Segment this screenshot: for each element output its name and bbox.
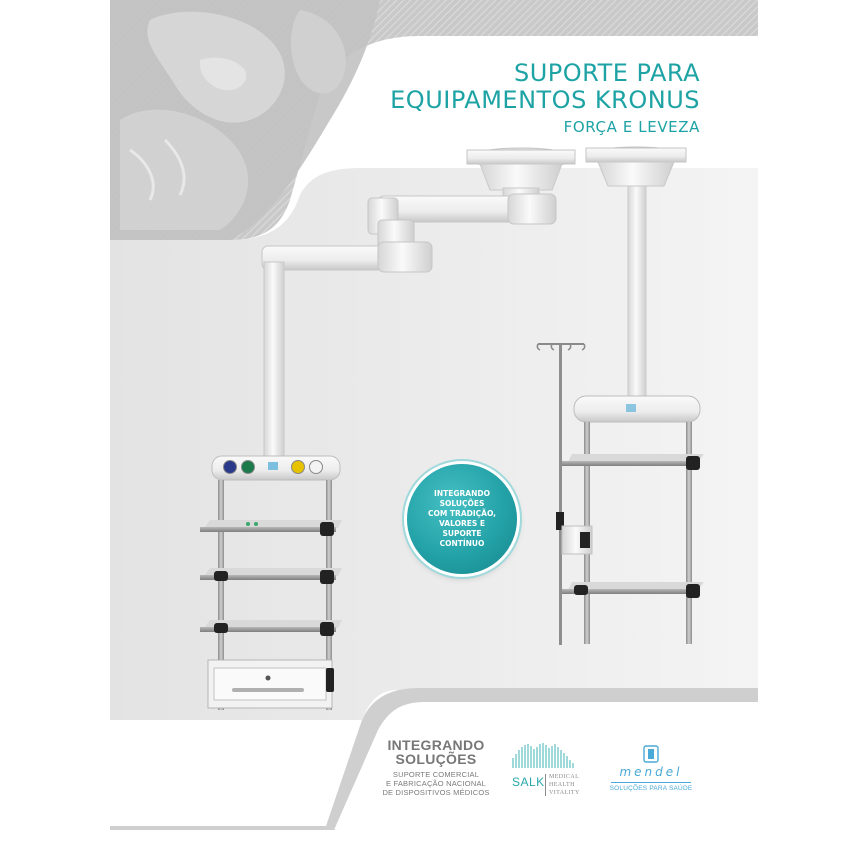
footer-desc-line-3: DE DISPOSITIVOS MÉDICOS bbox=[382, 788, 490, 797]
salk-tag-3: VITALITY bbox=[549, 790, 580, 796]
salk-tag-1: MEDICAL bbox=[549, 774, 580, 780]
salk-divider bbox=[545, 774, 546, 796]
salk-name: SALK bbox=[512, 775, 545, 789]
pendant-arm bbox=[200, 147, 576, 710]
salk-wave-logo-icon bbox=[512, 743, 574, 768]
salk-tag-2: HEALTH bbox=[549, 782, 575, 788]
footer-desc-line-2: E FABRICAÇÃO NACIONAL bbox=[385, 779, 487, 788]
surgeon-photo bbox=[110, 0, 380, 240]
integrating-solutions-badge: INTEGRANDO SOLUÇÕES COM TRADIÇÃO, VALORE… bbox=[407, 464, 517, 574]
title-line-1: SUPORTE PARA bbox=[513, 59, 700, 87]
title-line-2: EQUIPAMENTOS KRONUS bbox=[390, 86, 700, 114]
pendant-illustration bbox=[200, 146, 704, 710]
badge-line-6: CONTÍNUO bbox=[439, 539, 485, 548]
badge-line-5: SUPORTE bbox=[442, 529, 482, 538]
pendant-column bbox=[562, 146, 704, 644]
footer-desc-line-1: SUPORTE COMERCIAL bbox=[392, 770, 480, 779]
badge-line-4: VALORES E bbox=[438, 519, 486, 528]
footer-tagline: INTEGRANDO SOLUÇÕES SUPORTE COMERCIAL E … bbox=[380, 738, 492, 797]
mendel-underline bbox=[611, 782, 691, 783]
salk-logo: SALK MEDICAL HEALTH VITALITY bbox=[509, 738, 589, 800]
footer-title-line-2: SOLUÇÕES bbox=[395, 751, 477, 767]
mendel-logo: mendel SOLUÇÕES PARA SAÚDE bbox=[603, 745, 699, 797]
mendel-logo-icon bbox=[643, 745, 659, 763]
badge-line-1: INTEGRANDO bbox=[434, 489, 490, 498]
footer-title-line-1: INTEGRANDO bbox=[387, 737, 485, 753]
mendel-tagline: SOLUÇÕES PARA SAÚDE bbox=[609, 785, 693, 792]
badge-line-2: SOLUÇÕES bbox=[439, 499, 485, 508]
badge-line-3: COM TRADIÇÃO, bbox=[427, 509, 497, 518]
iv-pole bbox=[536, 343, 593, 645]
mendel-name: mendel bbox=[619, 765, 683, 779]
subtitle: FORÇA E LEVEZA bbox=[563, 118, 700, 136]
